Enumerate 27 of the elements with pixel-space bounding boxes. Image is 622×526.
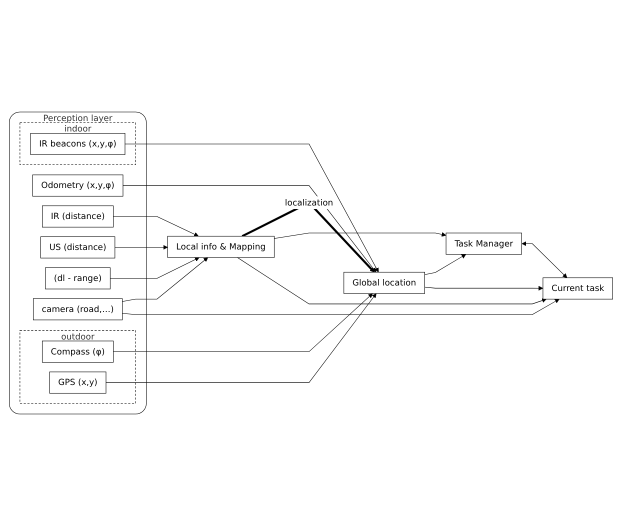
node-box: (dl - range) bbox=[45, 267, 110, 290]
arrow bbox=[113, 216, 199, 237]
arrow bbox=[274, 232, 446, 239]
arrow bbox=[114, 245, 168, 250]
node-box: Current task bbox=[542, 278, 613, 300]
arrow bbox=[122, 298, 560, 315]
arrow bbox=[122, 257, 208, 302]
edge-label: localization bbox=[284, 197, 334, 208]
node-box: Compass (φ) bbox=[42, 340, 114, 363]
node-box: IR beacons (x,y,φ) bbox=[30, 133, 126, 155]
node-box: IR (distance) bbox=[42, 206, 114, 228]
node-box: Odometry (x,y,φ) bbox=[32, 174, 124, 196]
arrow bbox=[424, 286, 544, 291]
node-box: Global location bbox=[344, 272, 425, 294]
node-box: Task Manager bbox=[446, 232, 522, 255]
node-box: Local info & Mapping bbox=[167, 236, 274, 258]
arrow bbox=[106, 293, 376, 383]
arrow bbox=[113, 293, 373, 352]
arrow bbox=[522, 241, 568, 278]
arrow bbox=[124, 144, 379, 272]
arrow bbox=[110, 257, 200, 279]
arrow bbox=[424, 254, 466, 275]
node-box: US (distance) bbox=[40, 236, 116, 258]
node-box: camera (road,…) bbox=[33, 298, 123, 320]
arrow bbox=[237, 257, 547, 304]
node-box: GPS (x,y) bbox=[49, 372, 106, 394]
arrow bbox=[122, 185, 376, 272]
